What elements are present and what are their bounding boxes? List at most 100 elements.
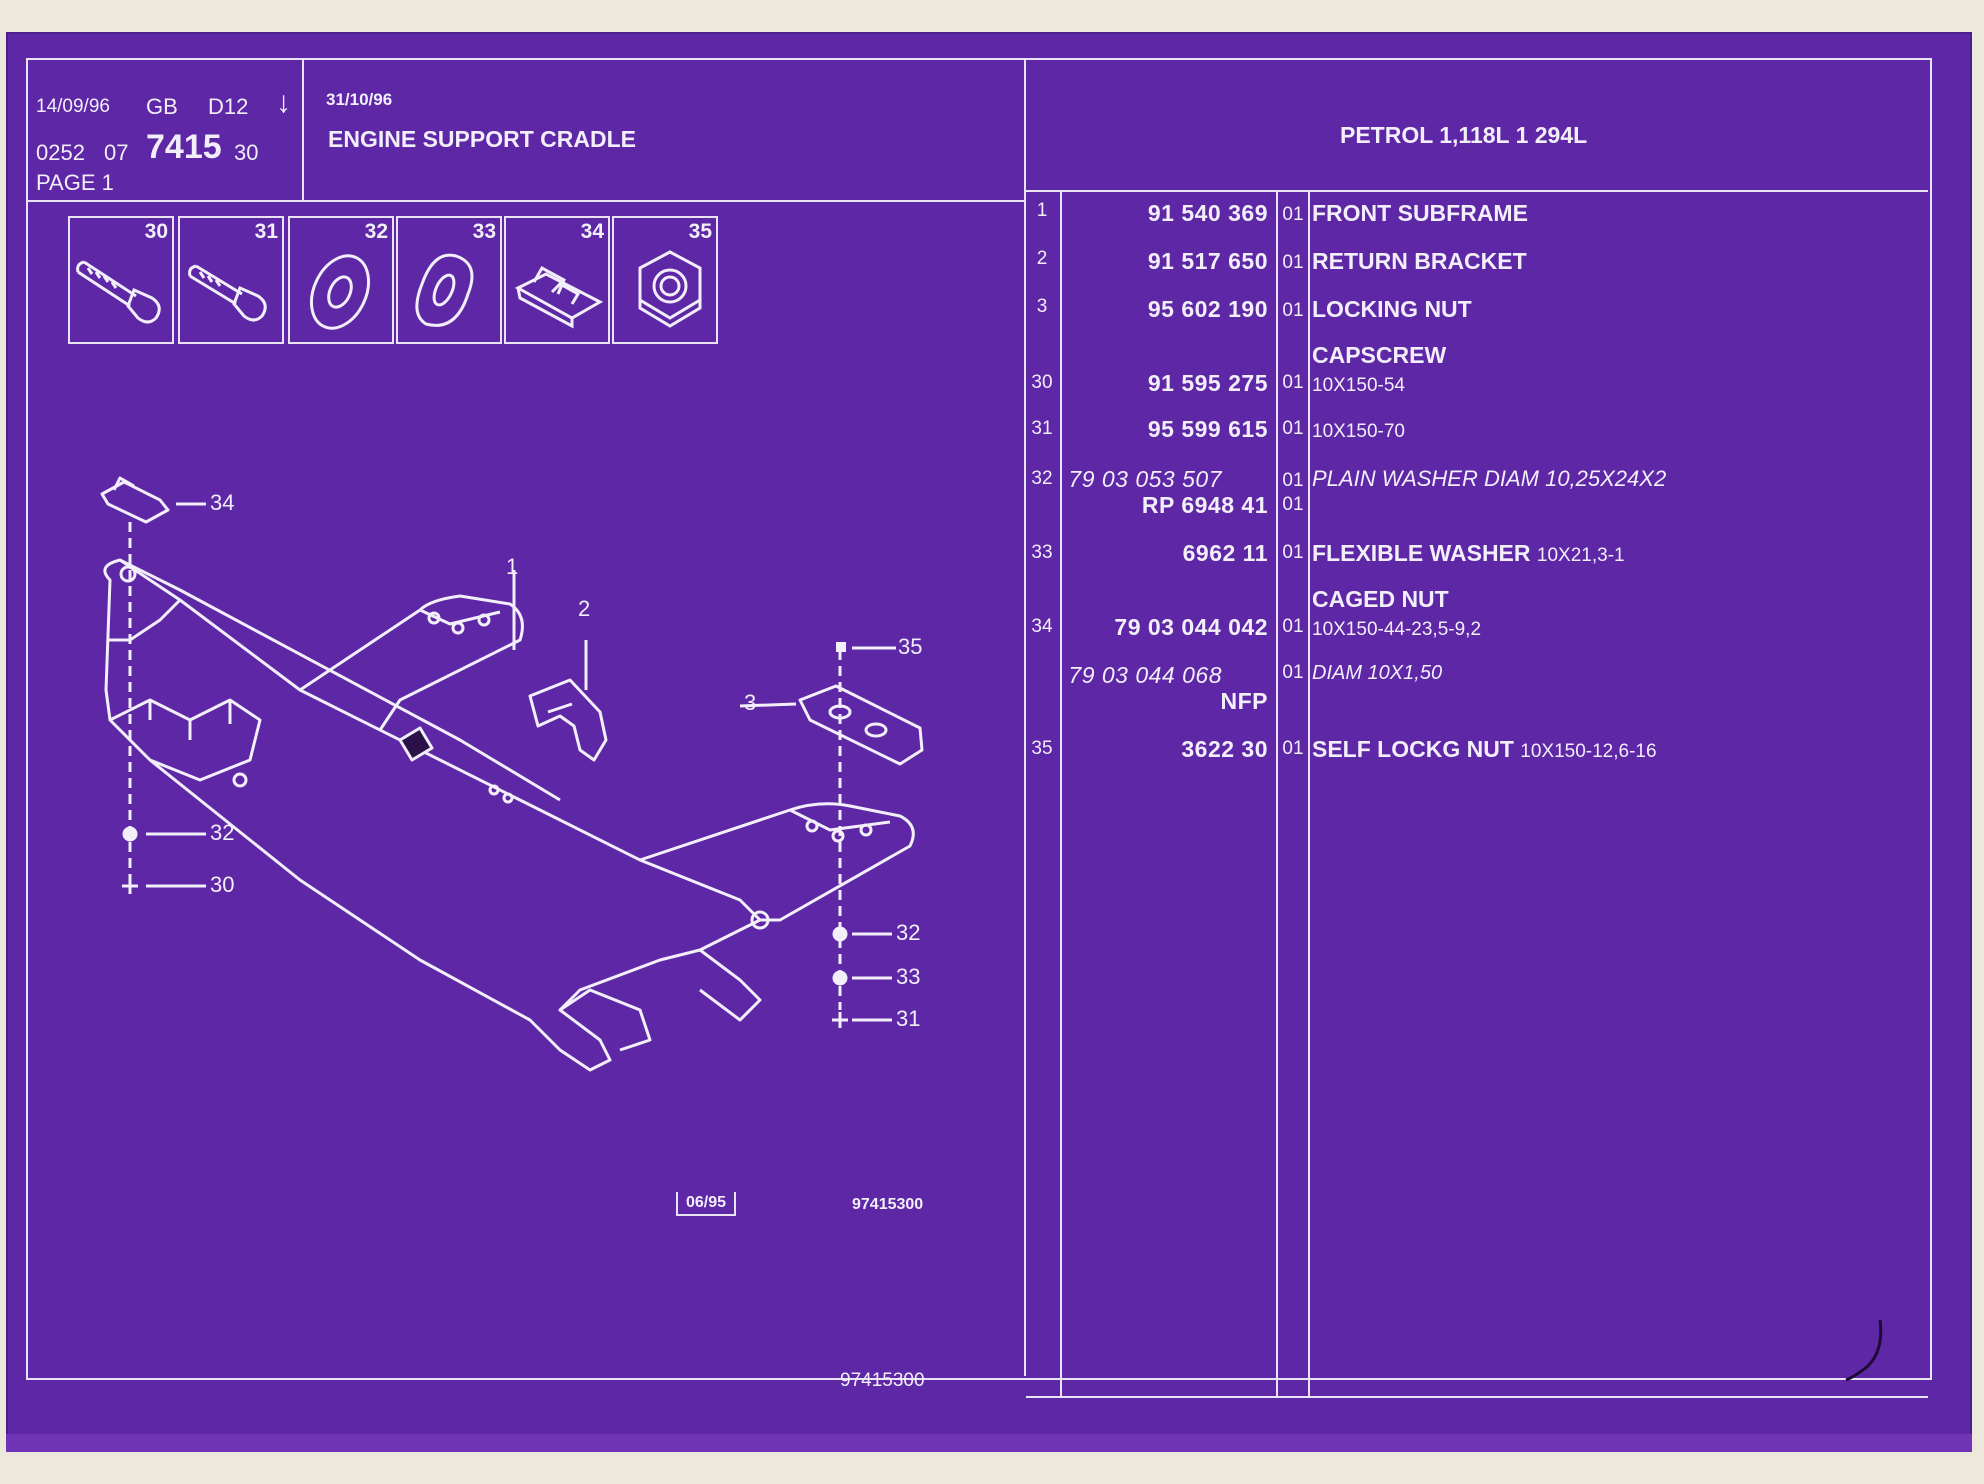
- part-ref: 33: [1031, 542, 1053, 563]
- part-desc: PLAIN WASHER DIAM 10,25X24X2: [1312, 466, 1667, 491]
- header-bottom-line-right: [1026, 190, 1928, 192]
- part-ref: 35: [1031, 738, 1053, 759]
- engine-variant: PETROL 1,118L 1 294L: [1340, 122, 1588, 148]
- header-bottom-line-left: [28, 200, 1026, 202]
- part-desc-row: FLEXIBLE WASHER 10X21,3-1: [1312, 540, 1625, 567]
- part-group-heading: CAGED NUT: [1312, 586, 1449, 612]
- part-number: 91 517 650: [1147, 248, 1268, 274]
- part-group-heading: CAPSCREW: [1312, 342, 1447, 368]
- callout-2: 2: [578, 596, 591, 621]
- thumbnail-number: 30: [144, 220, 168, 243]
- part-number: 95 599 615: [1147, 416, 1268, 442]
- pen-mark: [1845, 1319, 1883, 1382]
- down-arrow-icon: ↓: [276, 86, 291, 119]
- callout-32-left: 32: [210, 820, 235, 845]
- part-spec: 10X150-54: [1312, 375, 1405, 396]
- callout-33: 33: [896, 964, 921, 989]
- part-desc-row: 10X150-54: [1312, 370, 1405, 397]
- part-number: 79 03 053 507: [1068, 466, 1222, 492]
- thumbnail-35: 35: [612, 216, 718, 344]
- header-divider-left: [302, 60, 304, 202]
- part-spec: 10X150-44-23,5-9,2: [1312, 619, 1482, 640]
- thumbnail-30: 30: [68, 216, 174, 344]
- part-desc: SELF LOCKG NUT: [1312, 736, 1514, 762]
- thumbnail-number: 34: [580, 220, 604, 243]
- part-number: 95 602 190: [1147, 296, 1268, 322]
- part-spec: 10X150-12,6-16: [1520, 741, 1657, 762]
- callout-3: 3: [744, 690, 757, 715]
- thumbnail-34: 34: [504, 216, 610, 344]
- part-ref: 34: [1031, 616, 1053, 637]
- part-spec: 10X150-70: [1312, 421, 1405, 442]
- ref-c: 30: [234, 140, 259, 165]
- part-number: 79 03 044 068: [1068, 662, 1222, 688]
- print-date: 14/09/96: [36, 96, 110, 117]
- part-number: 79 03 044 042: [1114, 614, 1268, 640]
- part-spec: 10X21,3-1: [1536, 545, 1625, 566]
- page-number: PAGE 1: [36, 170, 114, 195]
- thumbnail-number: 33: [472, 220, 496, 243]
- part-number: 6962 11: [1182, 540, 1268, 566]
- part-ref: 31: [1031, 418, 1053, 439]
- part-qty: 01: [1282, 738, 1304, 759]
- part-qty: 01: [1282, 418, 1304, 439]
- part-desc: RETURN BRACKET: [1312, 248, 1527, 274]
- part-number: 3622 30: [1181, 736, 1268, 762]
- sheet-edge-strip: [6, 1434, 1972, 1452]
- part-ref: 1: [1036, 200, 1048, 221]
- part-desc: DIAM 10X1,50: [1312, 662, 1443, 684]
- part-qty: 01: [1282, 616, 1304, 637]
- thumbnail-31: 31: [178, 216, 284, 344]
- caged-nut-icon: [514, 265, 604, 329]
- part-desc: FLEXIBLE WASHER: [1312, 540, 1531, 566]
- capscrew-short-icon: [188, 264, 267, 322]
- main-divider: [1024, 60, 1026, 1376]
- part-number: RP 6948 41: [1141, 492, 1268, 518]
- col-line-number: [1276, 192, 1278, 1396]
- sheet-code: 97415300: [840, 1370, 925, 1391]
- callout-1: 1: [506, 554, 519, 579]
- document-code: D12: [208, 94, 249, 119]
- part-ref: 30: [1031, 372, 1053, 393]
- flexible-washer-icon: [415, 253, 474, 327]
- revision-date: 31/10/96: [326, 90, 393, 109]
- part-number: 91 595 275: [1147, 370, 1268, 396]
- part-number: 91 540 369: [1147, 200, 1268, 226]
- part-desc-row: 10X150-70: [1312, 416, 1405, 443]
- sheet-frame: [26, 58, 1932, 1380]
- ref-a: 0252: [36, 140, 85, 165]
- thumbnail-number: 35: [688, 220, 712, 243]
- part-qty: 01: [1282, 204, 1304, 225]
- thumbnail-number: 31: [254, 220, 278, 243]
- ref-main: 7415: [146, 128, 222, 166]
- part-desc-row: SELF LOCKG NUT 10X150-12,6-16: [1312, 736, 1657, 763]
- ref-b: 07: [104, 140, 129, 165]
- parts-sheet: [6, 32, 1972, 1452]
- capscrew-long-icon: [76, 260, 161, 324]
- revision-stamp: 06/95: [676, 1192, 737, 1216]
- thumbnail-number: 32: [364, 220, 388, 243]
- callout-35: 35: [898, 634, 923, 659]
- part-qty: 01: [1282, 494, 1304, 515]
- part-qty: 01: [1282, 300, 1304, 321]
- part-qty: 01: [1282, 372, 1304, 393]
- col-line-ref: [1060, 192, 1062, 1396]
- callout-34: 34: [210, 490, 235, 515]
- part-desc: LOCKING NUT: [1312, 296, 1472, 322]
- callout-31: 31: [896, 1006, 921, 1031]
- plain-washer-icon: [309, 254, 371, 330]
- callout-32-right: 32: [896, 920, 921, 945]
- page-title: ENGINE SUPPORT CRADLE: [328, 126, 636, 152]
- part-desc: FRONT SUBFRAME: [1312, 200, 1528, 226]
- list-bottom-line: [1026, 1396, 1928, 1398]
- part-ref: 3: [1036, 296, 1048, 317]
- diagram-code: 97415300: [852, 1196, 924, 1213]
- part-ref: 2: [1036, 248, 1048, 269]
- part-number: NFP: [1220, 688, 1268, 714]
- col-line-qty: [1308, 192, 1310, 1396]
- callout-30: 30: [210, 872, 235, 897]
- part-qty: 01: [1282, 662, 1304, 683]
- lock-nut-icon: [638, 250, 702, 328]
- part-desc-row: 10X150-44-23,5-9,2: [1312, 614, 1481, 641]
- part-qty: 01: [1282, 542, 1304, 563]
